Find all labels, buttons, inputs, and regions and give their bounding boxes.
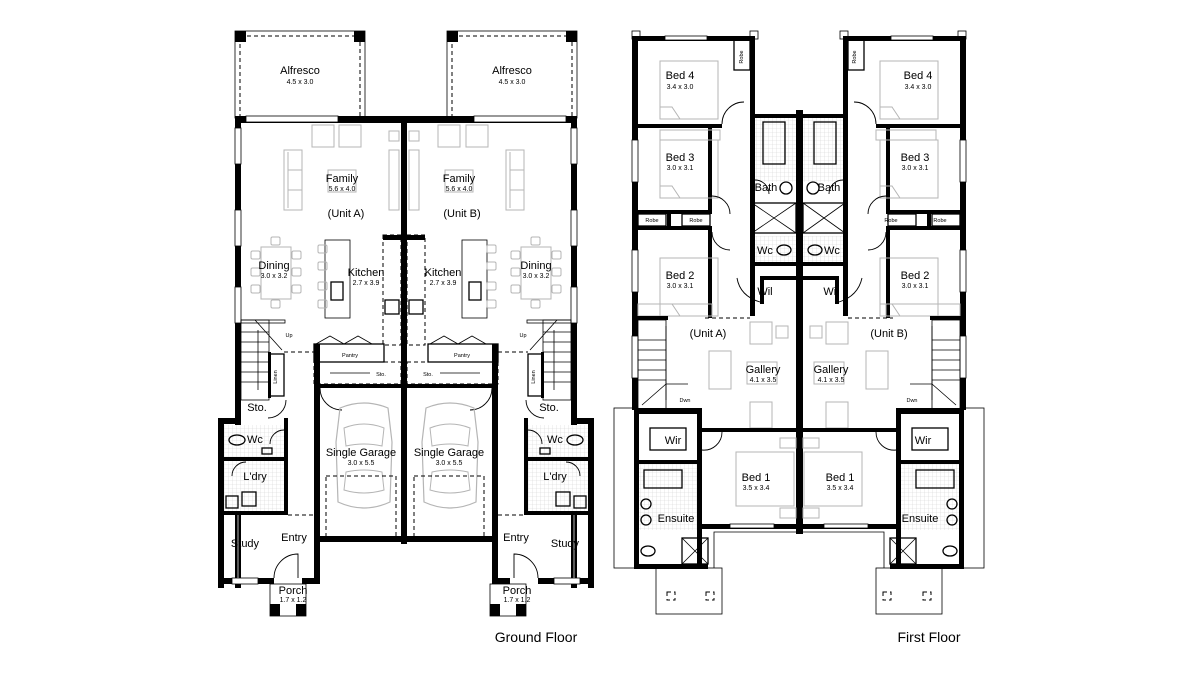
- garage-b-size: 3.0 x 5.5: [436, 460, 463, 467]
- family-a-label: Family: [326, 173, 359, 185]
- wc-b-label: Wc: [547, 434, 563, 446]
- ground-floor: Alfresco 4.5 x 3.0 Alfresco 4.5 x 3.0 Fa…: [218, 30, 594, 645]
- bed1-b-label: Bed 1: [826, 472, 855, 484]
- ensuite-b-label: Ensuite: [902, 513, 939, 525]
- stairs-unit-a: [240, 319, 286, 401]
- robe-b-1-label: Robe: [884, 218, 897, 224]
- bed1-a-label: Bed 1: [742, 472, 771, 484]
- first-floor-title: First Floor: [898, 629, 961, 645]
- linen-a-label: Linen: [273, 370, 279, 383]
- stair-down-a-label: Dwn: [679, 398, 690, 404]
- bed2-a-size: 3.0 x 3.1: [667, 283, 694, 290]
- robe-b-2-label: Robe: [933, 218, 946, 224]
- bath-b-label: Bath: [818, 182, 841, 194]
- kitchen-store-b-label: Sto.: [423, 372, 433, 378]
- laundry-a-label: L'dry: [243, 471, 267, 483]
- stairs-first-floor-unit-a: [637, 319, 688, 411]
- stair-up-a-label: Up: [285, 333, 292, 339]
- wil-b-label: Wil: [823, 286, 838, 298]
- robe-a-2-label: Robe: [689, 218, 702, 224]
- dining-a-label: Dining: [258, 260, 289, 272]
- bed4-a-robe-label: Robe: [739, 50, 745, 63]
- porch-a-size: 1.7 x 1.2: [280, 597, 307, 604]
- bed3-b-label: Bed 3: [901, 152, 930, 164]
- family-b-label: Family: [443, 173, 476, 185]
- bath-a-label: Bath: [755, 182, 778, 194]
- dining-table-unit-a: [250, 236, 302, 309]
- unit-b-first-label: (Unit B): [870, 328, 907, 340]
- dining-b-label: Dining: [520, 260, 551, 272]
- garage-a-label: Single Garage: [326, 447, 396, 459]
- alfresco-a-size: 4.5 x 3.0: [287, 79, 314, 86]
- bed2-b-label: Bed 2: [901, 270, 930, 282]
- gallery-b-label: Gallery: [814, 364, 849, 376]
- family-a-size: 5.6 x 4.0: [329, 186, 356, 193]
- porch-a-label: Porch: [279, 585, 308, 597]
- garage-a-size: 3.0 x 5.5: [348, 460, 375, 467]
- study-b-label: Study: [551, 538, 580, 550]
- ensuite-a-label: Ensuite: [658, 513, 695, 525]
- entry-b-label: Entry: [503, 532, 529, 544]
- bed4-b-size: 3.4 x 3.0: [905, 84, 932, 91]
- wir-a-label: Wir: [665, 435, 682, 447]
- study-a-label: Study: [231, 538, 260, 550]
- unit-a-first-label: (Unit A): [690, 328, 727, 340]
- family-b-size: 5.6 x 4.0: [446, 186, 473, 193]
- gallery-b-size: 4.1 x 3.5: [818, 377, 845, 384]
- dining-b-size: 3.0 x 3.2: [523, 273, 550, 280]
- pantry-b-label: Pantry: [454, 353, 470, 359]
- stairs-first-floor-unit-b: [910, 319, 961, 411]
- bed3-a-size: 3.0 x 3.1: [667, 165, 694, 172]
- kitchen-a-size: 2.7 x 3.9: [353, 280, 380, 287]
- kitchen-b-size: 2.7 x 3.9: [430, 280, 457, 287]
- bed4-b-label: Bed 4: [904, 70, 933, 82]
- kitchen-b-label: Kitchen: [425, 267, 462, 279]
- bed4-a-size: 3.4 x 3.0: [667, 84, 694, 91]
- wir-b-label: Wir: [915, 435, 932, 447]
- bed3-b-size: 3.0 x 3.1: [902, 165, 929, 172]
- ground-floor-title: Ground Floor: [495, 629, 578, 645]
- unit-a-label: (Unit A): [328, 208, 365, 220]
- alfresco-b-size: 4.5 x 3.0: [499, 79, 526, 86]
- bed4-a-label: Bed 4: [666, 70, 695, 82]
- bed2-b-size: 3.0 x 3.1: [902, 283, 929, 290]
- bed1-a-size: 3.5 x 3.4: [743, 485, 770, 492]
- wc-first-b-label: Wc: [824, 245, 840, 257]
- alfresco-a-label: Alfresco: [280, 65, 320, 77]
- porch-b-size: 1.7 x 1.2: [504, 597, 531, 604]
- robe-a-1-label: Robe: [645, 218, 658, 224]
- alfresco-b-label: Alfresco: [492, 65, 532, 77]
- first-floor: Bed 4 3.4 x 3.0 Bed 4 3.4 x 3.0 Robe Rob…: [613, 30, 985, 645]
- kitchen-store-a-label: Sto.: [376, 372, 386, 378]
- gallery-a-size: 4.1 x 3.5: [750, 377, 777, 384]
- bed3-a-label: Bed 3: [666, 152, 695, 164]
- kitchen-a-label: Kitchen: [348, 267, 385, 279]
- stairs-unit-b: [526, 319, 572, 401]
- dining-table-unit-b: [510, 236, 562, 309]
- unit-b-label: (Unit B): [443, 208, 480, 220]
- porch-b-label: Porch: [503, 585, 532, 597]
- stair-up-b-label: Up: [519, 333, 526, 339]
- store-b-label: Sto.: [539, 402, 559, 414]
- bed2-a-label: Bed 2: [666, 270, 695, 282]
- bed4-b-robe-label: Robe: [852, 50, 858, 63]
- laundry-b-label: L'dry: [543, 471, 567, 483]
- wc-a-label: Wc: [247, 434, 263, 446]
- wil-a-label: Wil: [757, 286, 772, 298]
- dining-a-size: 3.0 x 3.2: [261, 273, 288, 280]
- wc-first-a-label: Wc: [757, 245, 773, 257]
- gallery-a-label: Gallery: [746, 364, 781, 376]
- entry-a-label: Entry: [281, 532, 307, 544]
- garage-b-label: Single Garage: [414, 447, 484, 459]
- linen-b-label: Linen: [531, 370, 537, 383]
- bed1-b-size: 3.5 x 3.4: [827, 485, 854, 492]
- stair-down-b-label: Dwn: [906, 398, 917, 404]
- pantry-a-label: Pantry: [342, 353, 358, 359]
- store-a-label: Sto.: [247, 402, 267, 414]
